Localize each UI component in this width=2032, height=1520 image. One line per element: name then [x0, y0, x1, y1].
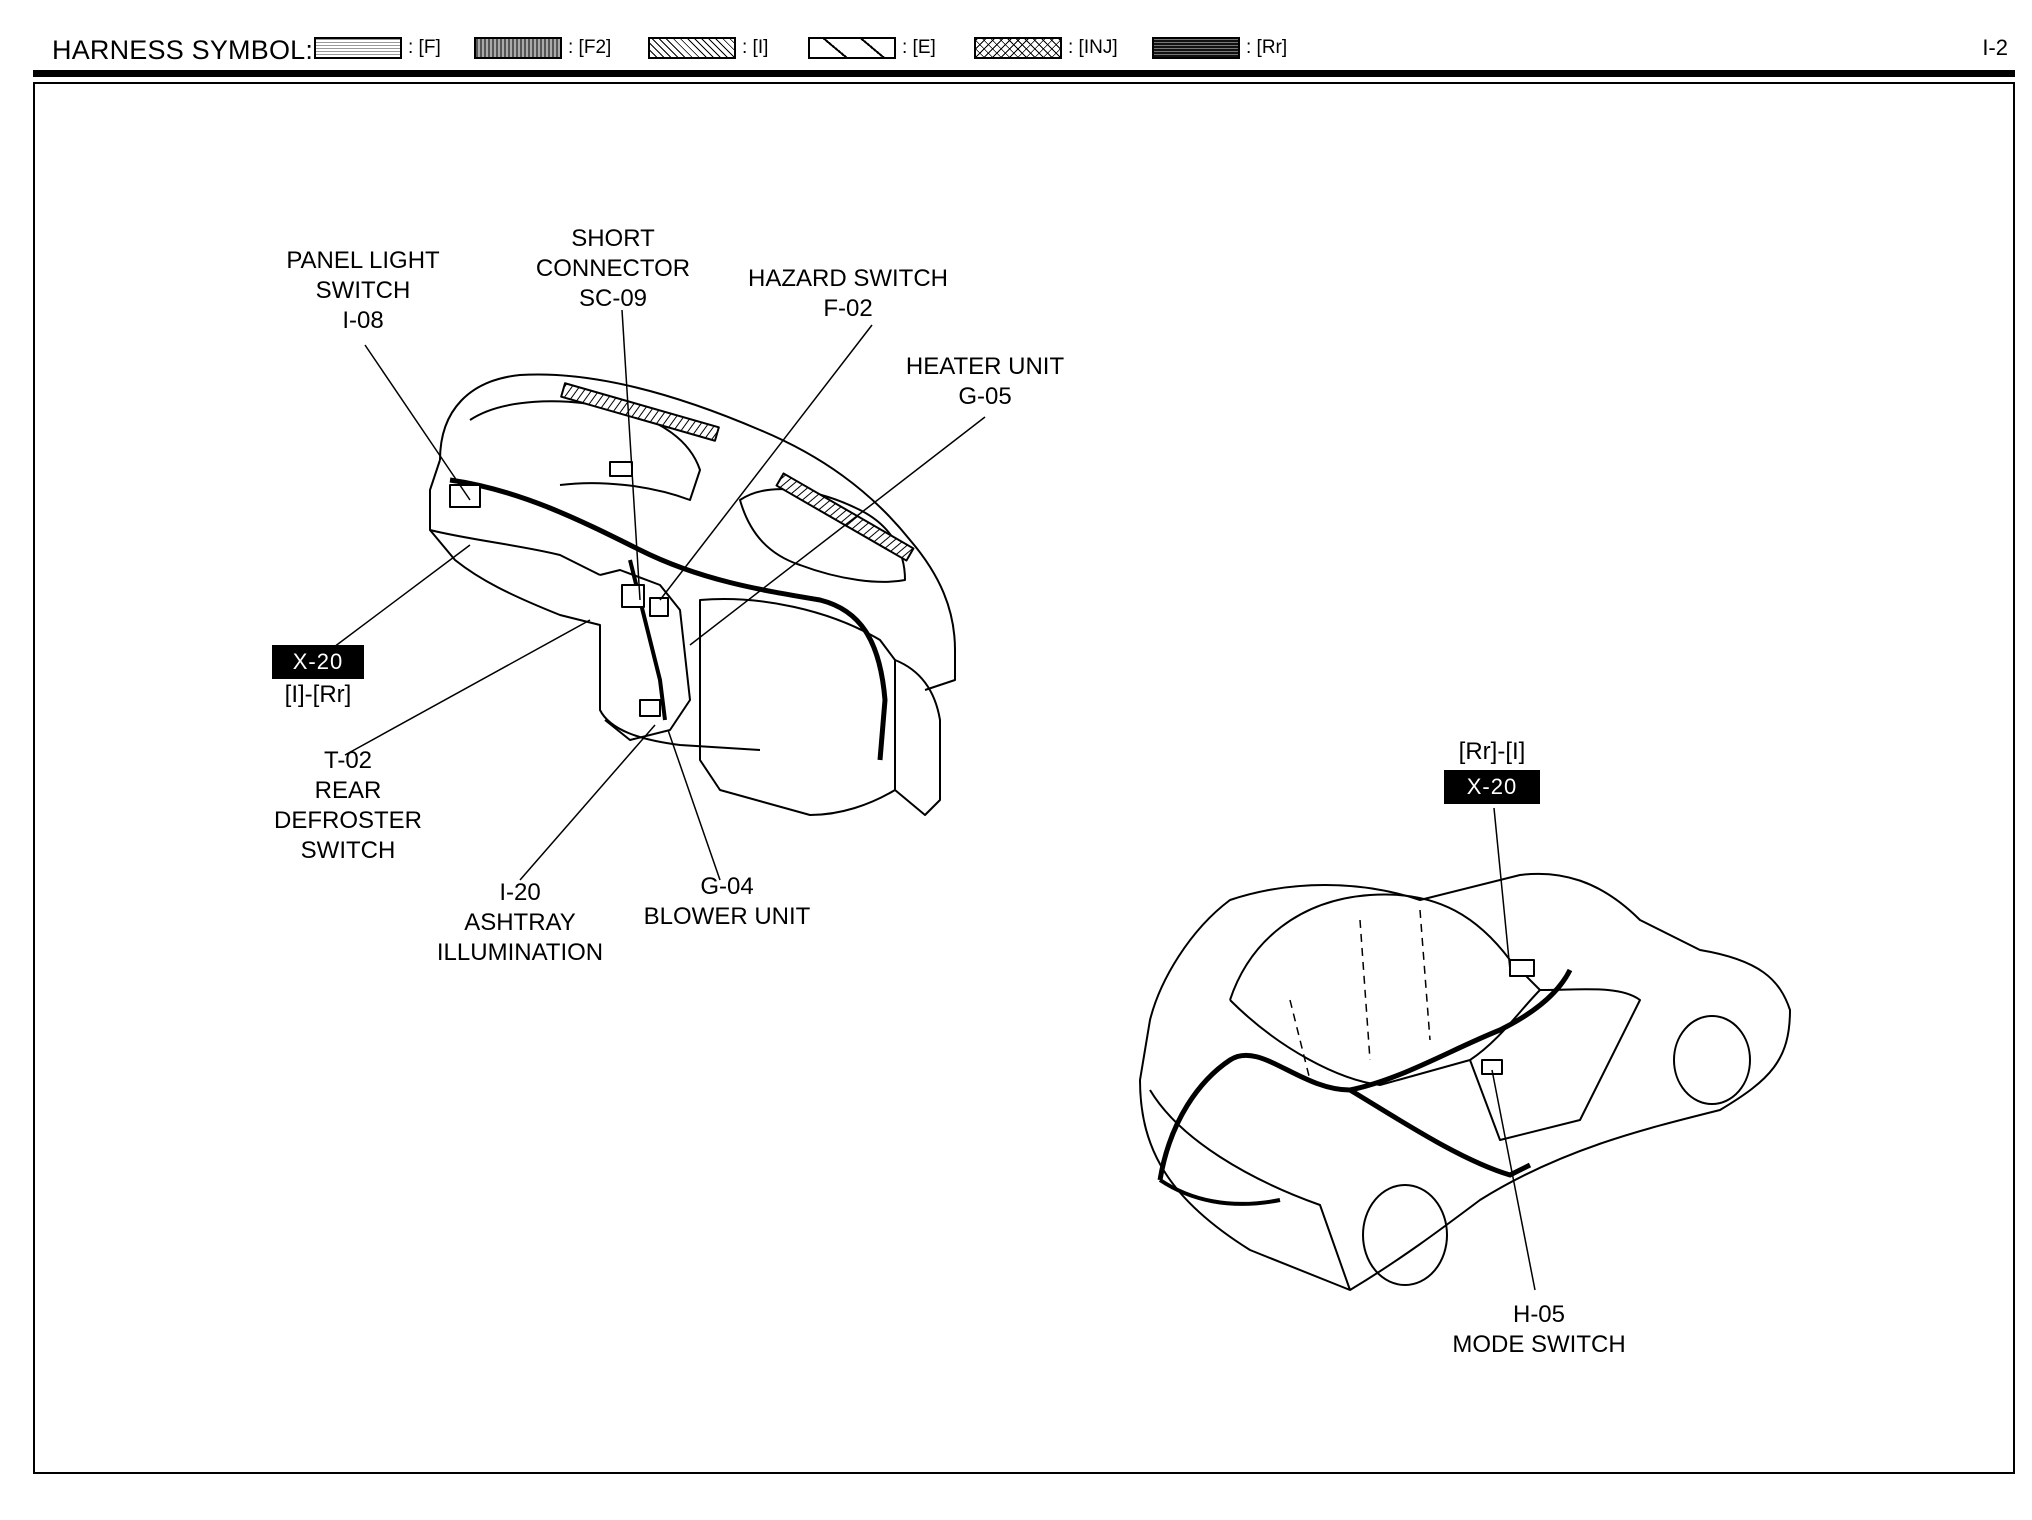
dash-top-surface	[439, 373, 956, 691]
blower-code: G-04	[700, 873, 754, 900]
car-interior-dashed	[1289, 909, 1431, 1081]
leader-ashtray	[519, 724, 656, 881]
blower-line2: BLOWER UNIT	[643, 903, 811, 930]
leader-panel-light	[364, 344, 471, 501]
callout-short-connector: SHORT CONNECTOR SC-09	[528, 224, 698, 314]
leader-heater	[689, 416, 986, 646]
dash-connector-c	[649, 597, 669, 617]
car-wire-body	[1348, 1087, 1532, 1178]
callout-ashtray: I-20 ASHTRAY ILLUMINATION	[420, 878, 620, 968]
harness-symbol-header: HARNESS SYMBOL: : [F] : [F2] : [I] : [E]…	[52, 28, 2012, 68]
diagram-frame	[33, 82, 2015, 1474]
dash-connector-d	[639, 699, 661, 717]
car-leader-lines	[1491, 807, 1536, 1291]
short-connector-line1: SHORT	[571, 225, 655, 252]
defroster-line3: DEFROSTER	[273, 807, 422, 834]
legend-label-f: : [F]	[408, 37, 441, 58]
leader-defroster	[344, 619, 591, 756]
dash-center-stack	[599, 569, 691, 741]
page-number: I-2	[1982, 35, 2008, 60]
hazard-line1: HAZARD SWITCH	[748, 265, 948, 292]
ashtray-line3: ILLUMINATION	[436, 939, 604, 966]
leader-short-connector	[621, 309, 641, 601]
dash-wire-harness	[449, 477, 888, 761]
swatch-cross	[974, 37, 1062, 59]
car-wire-rear	[1158, 1178, 1281, 1206]
callout-hazard-switch: HAZARD SWITCH F-02	[738, 264, 958, 324]
callout-heater-unit: HEATER UNIT G-05	[890, 352, 1080, 412]
car-connector-x20	[1509, 959, 1535, 977]
car-body-outline	[1139, 872, 1791, 1291]
panel-light-code: I-08	[342, 307, 384, 334]
callout-blower-unit: G-04 BLOWER UNIT	[632, 872, 822, 932]
callout-rear-defroster: T-02 REAR DEFROSTER SWITCH	[258, 746, 438, 866]
x20-right-tag: X-20	[1444, 770, 1540, 804]
car-roof	[1229, 893, 1541, 1001]
heater-code: G-05	[958, 383, 1012, 410]
callout-panel-light-switch: PANEL LIGHT SWITCH I-08	[278, 246, 448, 336]
defroster-code: T-02	[323, 747, 373, 774]
swatch-hatch-wide	[808, 37, 896, 59]
x20-left-route: [I]-[Rr]	[284, 681, 352, 708]
dash-glovebox	[699, 598, 896, 816]
defroster-line4: SWITCH	[300, 837, 396, 864]
x20-left-tag: X-20	[272, 645, 364, 679]
dash-connector-a	[449, 484, 481, 508]
ashtray-line2: ASHTRAY	[464, 909, 576, 936]
dash-connector-e	[609, 461, 633, 477]
callout-mode-switch: H-05 MODE SWITCH	[1434, 1300, 1644, 1360]
car-illustration	[1139, 872, 1791, 1291]
car-rear-wheel	[1362, 1184, 1448, 1286]
panel-light-line1: PANEL LIGHT	[286, 247, 440, 274]
panel-light-line2: SWITCH	[315, 277, 411, 304]
legend-label-e: : [E]	[902, 37, 936, 58]
leader-x20-left	[329, 544, 471, 651]
dash-connector-b	[621, 584, 645, 608]
mode-switch-code: H-05	[1512, 1301, 1566, 1328]
short-connector-code: SC-09	[578, 285, 648, 312]
hazard-code: F-02	[823, 295, 873, 322]
swatch-dots	[314, 37, 402, 59]
car-front-wheel	[1673, 1015, 1751, 1105]
dash-cluster-hood	[469, 400, 701, 501]
swatch-hatch-fine	[648, 37, 736, 59]
header-rule	[33, 70, 2015, 77]
swatch-dense	[474, 37, 562, 59]
header-title: HARNESS SYMBOL:	[52, 35, 314, 65]
heater-line1: HEATER UNIT	[905, 353, 1065, 380]
ashtray-code: I-20	[499, 879, 541, 906]
car-trunk	[1149, 1089, 1351, 1291]
dash-wire-branch	[628, 559, 667, 721]
legend-label-rr: : [Rr]	[1246, 37, 1288, 58]
dash-defrost-vent-left	[560, 382, 720, 442]
legend-label-f2: : [F2]	[568, 37, 612, 58]
dash-right-end	[894, 659, 941, 816]
car-connector-mode	[1481, 1059, 1503, 1075]
leader-x20-right	[1493, 807, 1511, 971]
short-connector-line2: CONNECTOR	[535, 255, 691, 282]
leader-mode-switch	[1491, 1069, 1536, 1291]
mode-switch-line2: MODE SWITCH	[1452, 1331, 1626, 1358]
car-wire-harness	[1157, 968, 1573, 1181]
x20-right-route: [Rr]-[I]	[1458, 738, 1526, 765]
dashboard-illustration	[429, 373, 956, 816]
legend-label-inj: : [INJ]	[1068, 37, 1118, 58]
dash-lower-body	[429, 529, 761, 751]
car-rear-window	[1229, 989, 1541, 1086]
swatch-dark	[1152, 37, 1240, 59]
legend-label-i: : [I]	[742, 37, 769, 58]
defroster-line2: REAR	[314, 777, 382, 804]
leader-hazard	[659, 324, 873, 601]
leader-blower	[667, 729, 721, 881]
dashboard-leader-lines	[329, 309, 986, 881]
dash-defrost-vent-right	[775, 472, 915, 562]
